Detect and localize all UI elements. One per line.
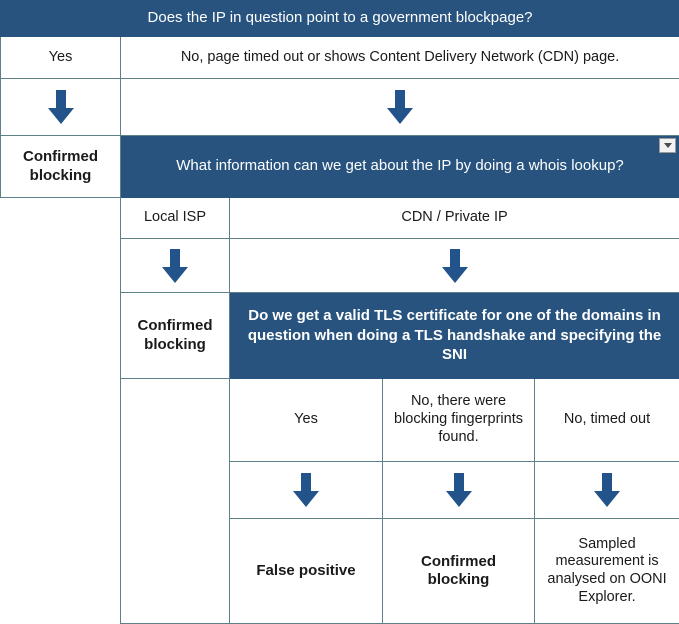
level3-arrow-0-cell	[230, 462, 383, 519]
down-arrow-icon	[7, 83, 114, 131]
down-arrow-icon-svg	[293, 473, 319, 507]
level2-arrow-left-cell	[121, 239, 230, 293]
down-arrow-icon	[541, 466, 673, 514]
level3-outcome-sampled-measurement: Sampled measurement is analysed on OONI …	[535, 519, 679, 624]
level2-arrow-right-cell	[230, 239, 679, 293]
chevron-down-icon	[664, 143, 672, 148]
level3-empty-cell	[121, 379, 230, 624]
down-arrow-icon	[236, 466, 376, 514]
level1-question-text: Does the IP in question point to a gover…	[13, 9, 667, 28]
level2-outcome-confirmed-blocking: Confirmed blocking	[121, 293, 230, 379]
level1-answer-no: No, page timed out or shows Content Deli…	[121, 37, 679, 79]
level2-answer-local-isp: Local ISP	[121, 198, 230, 239]
level3-arrow-1-cell	[383, 462, 535, 519]
level3-arrow-2-cell	[535, 462, 679, 519]
level2-answer-cdn-private-ip: CDN / Private IP	[230, 198, 679, 239]
level3-answer-0: Yes	[230, 379, 383, 462]
down-arrow-icon-svg	[446, 473, 472, 507]
level3-answer-2: No, timed out	[535, 379, 679, 462]
level1-arrow-yes-cell	[1, 79, 121, 136]
dropdown-triangle-icon[interactable]	[659, 138, 676, 153]
down-arrow-icon-svg	[442, 249, 468, 283]
down-arrow-icon-svg	[162, 249, 188, 283]
level3-question-banner: Do we get a valid TLS certificate for on…	[230, 293, 679, 379]
down-arrow-icon-svg	[387, 90, 413, 124]
level3-outcome-false-positive: False positive	[230, 519, 383, 624]
level2-question-text: What information can we get about the IP…	[133, 157, 667, 176]
down-arrow-icon-svg	[594, 473, 620, 507]
level1-arrow-no-cell	[121, 79, 679, 136]
level1-answer-yes: Yes	[1, 37, 121, 79]
level3-outcome-confirmed-blocking: Confirmed blocking	[383, 519, 535, 624]
down-arrow-icon	[127, 243, 223, 288]
level3-answer-1: No, there were blocking fingerprints fou…	[383, 379, 535, 462]
level3-question-text: Do we get a valid TLS certificate for on…	[242, 306, 667, 365]
level1-question-banner: Does the IP in question point to a gover…	[1, 1, 679, 37]
down-arrow-icon	[236, 243, 673, 288]
down-arrow-icon	[389, 466, 528, 514]
level2-question-banner: What information can we get about the IP…	[121, 136, 679, 198]
left-gutter-spacer	[1, 198, 121, 624]
down-arrow-icon	[127, 83, 673, 131]
level1-outcome-confirmed-blocking: Confirmed blocking	[1, 136, 121, 198]
down-arrow-icon-svg	[48, 90, 74, 124]
